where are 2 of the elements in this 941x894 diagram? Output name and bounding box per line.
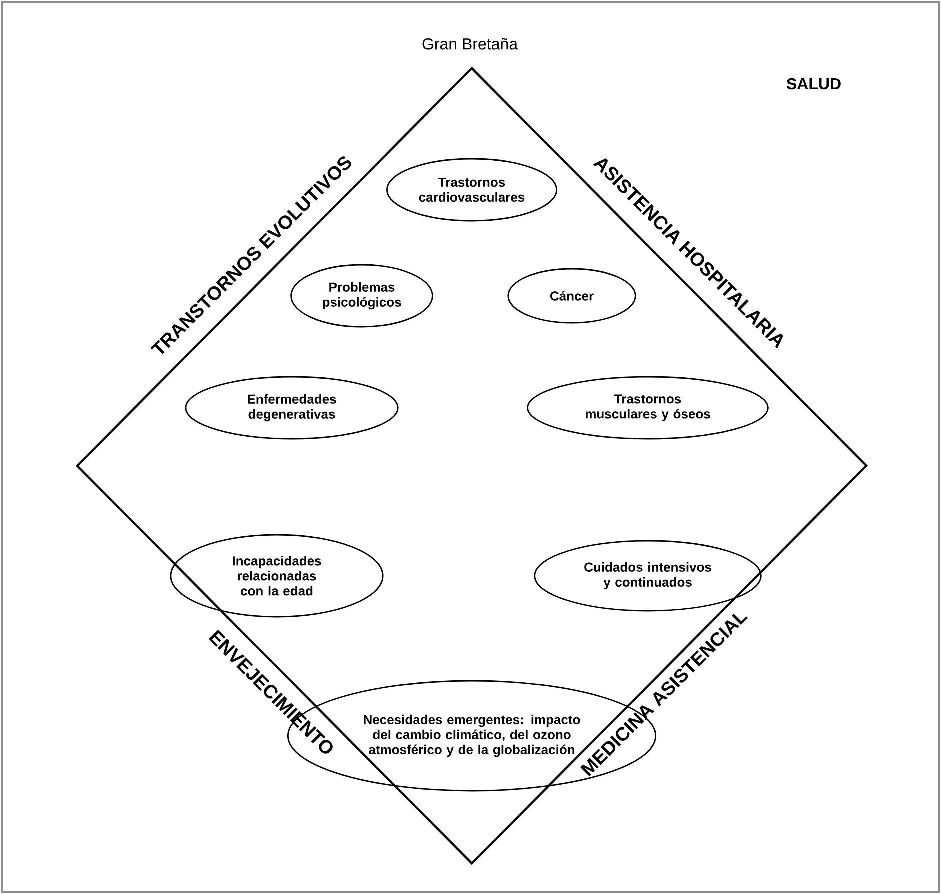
- heading: SALUD: [786, 78, 841, 90]
- title: Gran Bretaña: [422, 38, 518, 50]
